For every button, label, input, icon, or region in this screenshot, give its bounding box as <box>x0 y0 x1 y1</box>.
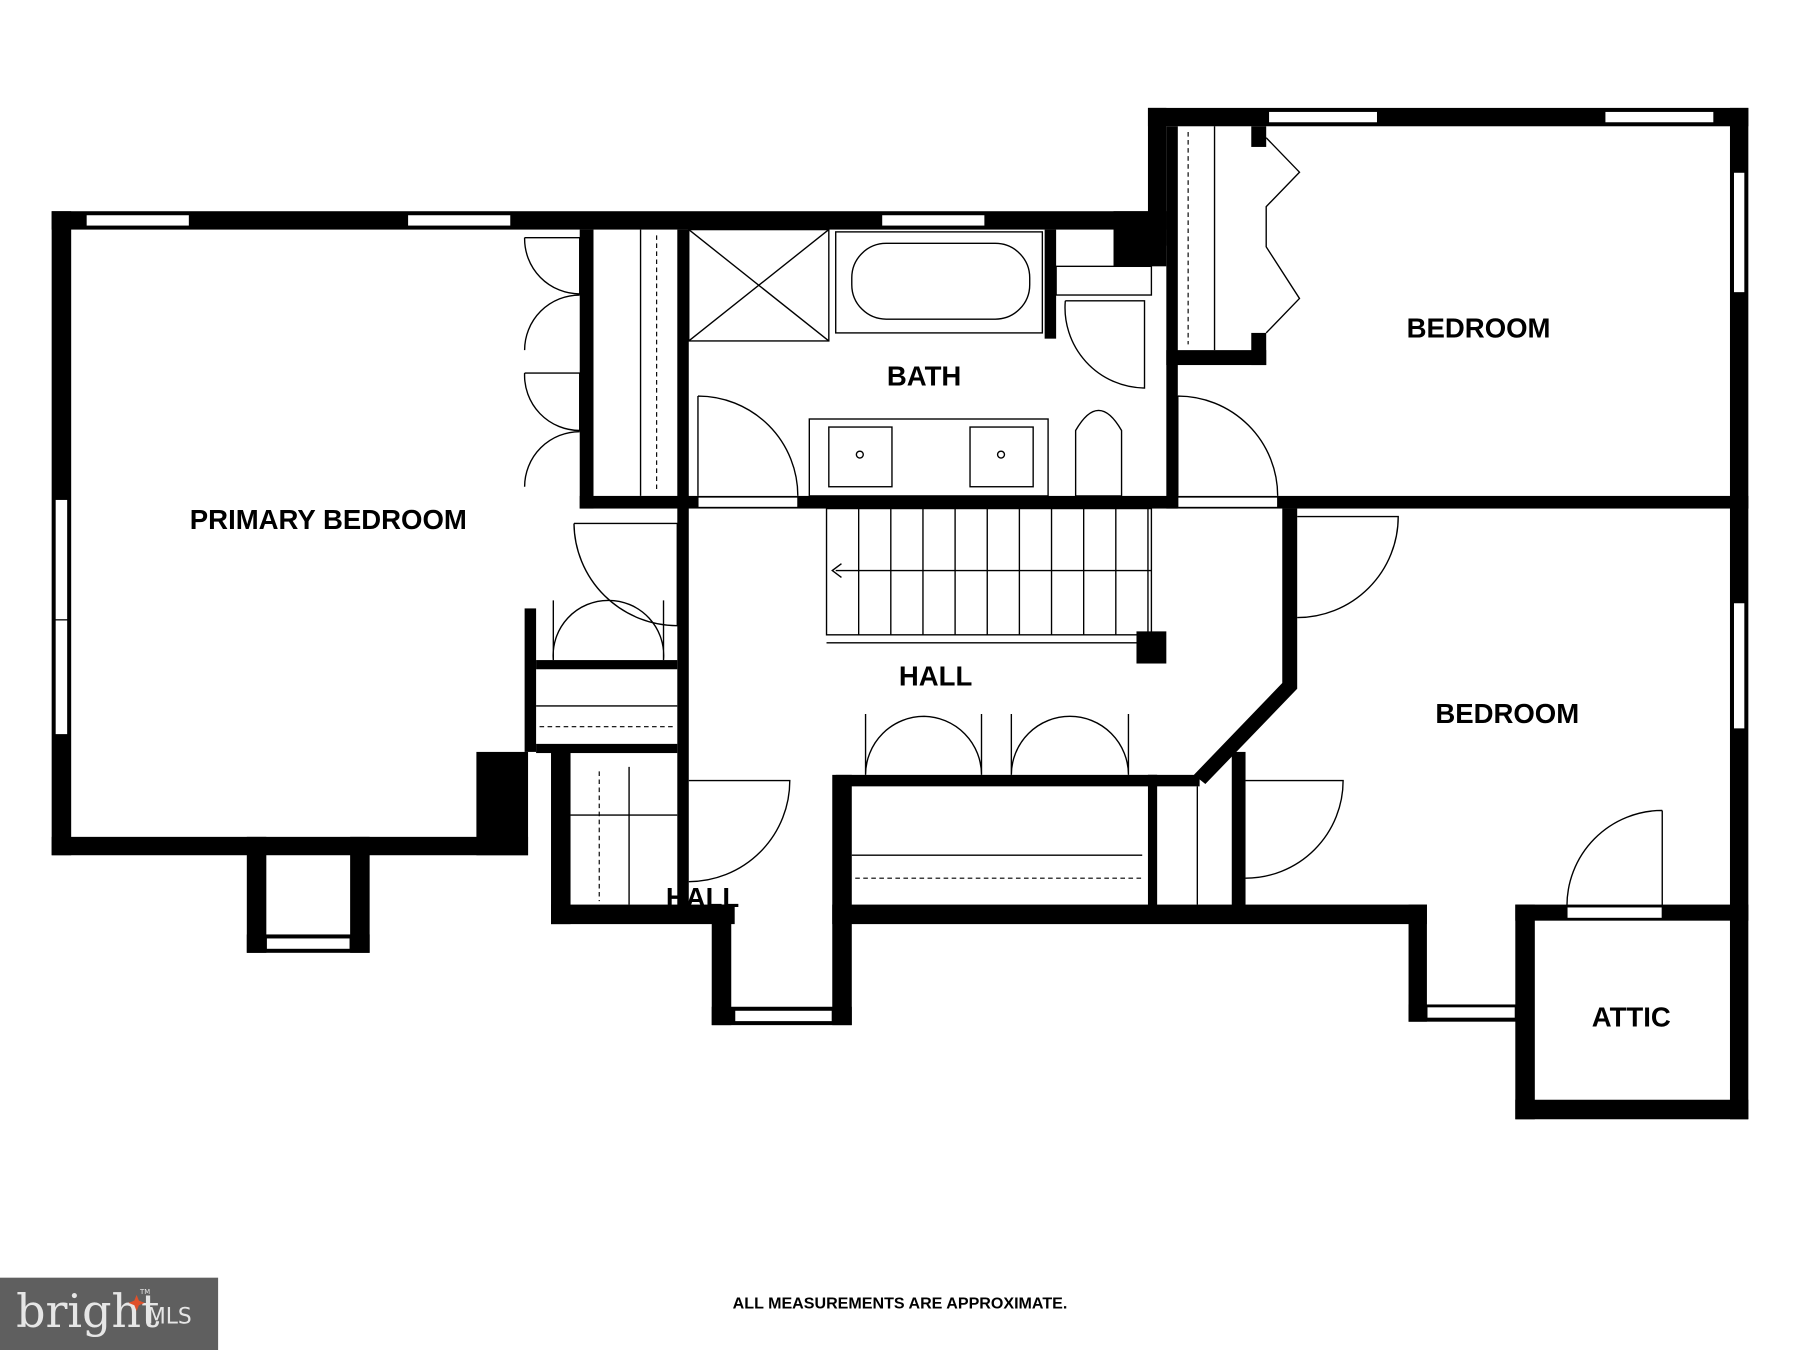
logo-trademark: TM <box>139 1288 150 1296</box>
room-label-hall: HALL <box>899 660 972 691</box>
fixtures <box>536 126 1301 905</box>
logo-brand: bright <box>16 1284 160 1338</box>
doors <box>523 236 1663 907</box>
room-label-bath: BATH <box>887 361 961 392</box>
logo-suffix: MLS <box>147 1305 192 1330</box>
room-labels: PRIMARY BEDROOM BATH BEDROOM HALL BEDROO… <box>190 313 1671 1033</box>
walls <box>51 107 1749 1120</box>
room-label-bedroom: BEDROOM <box>1435 698 1579 729</box>
windows <box>54 110 1746 1023</box>
stairs <box>825 507 1153 644</box>
star-icon <box>128 1294 145 1311</box>
room-label-hall: HALL <box>666 882 739 913</box>
disclaimer: ALL MEASUREMENTS ARE APPROXIMATE. <box>733 1295 1068 1313</box>
room-label-primary-bedroom: PRIMARY BEDROOM <box>190 504 467 535</box>
bright-mls-logo: bright MLS TM <box>0 1277 219 1350</box>
room-label-bedroom: BEDROOM <box>1407 313 1551 344</box>
room-label-attic: ATTIC <box>1592 1001 1671 1032</box>
